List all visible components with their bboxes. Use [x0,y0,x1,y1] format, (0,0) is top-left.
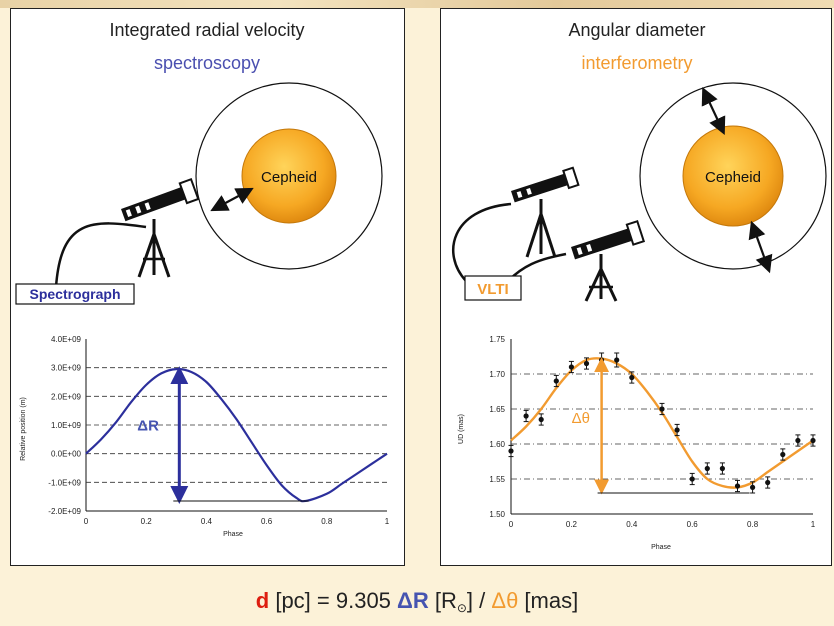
interferometry-panel: Angular diameter interferometry Cepheid [440,8,832,566]
data-point [508,448,514,454]
chart2-x-tick-label: 0.2 [566,520,578,529]
spectroscopy-panel: Integrated radial velocity spectroscopy … [10,8,405,566]
data-point [795,437,801,444]
distance-formula: d [pc] = 9.305 ΔR [R⊙] / Δθ [mas] [0,588,834,615]
data-point [614,357,620,363]
data-point [689,476,695,482]
chart1-x-tick-label: 0.2 [141,517,153,526]
chart1-y-tick-label: -2.0E+09 [48,507,81,516]
formula-pc: [pc] = 9.305 [269,588,398,613]
vlti-label: VLTI [477,281,508,298]
top-decorative-band [0,0,834,8]
double-arrow-icon [210,187,254,212]
chart1-x-tick-label: 0.4 [201,517,213,526]
data-point [583,360,590,367]
star-disk-icon [639,82,827,270]
chart2-xlabel: Phase [651,544,671,551]
chart1-y-tick-label: -1.0E+09 [48,478,81,487]
chart1-y-tick-label: 2.0E+09 [51,392,82,401]
chart1-x-tick-label: 0.8 [321,517,333,526]
data-point [765,479,771,486]
chart2-x-tick-label: 0 [509,520,514,529]
chart2-x-tick-label: 0.6 [687,520,699,529]
sun-symbol: ⊙ [456,601,467,615]
spectrograph-box [15,283,135,305]
spectroscopy-title: Integrated radial velocity [109,20,304,40]
chart2-y-tick-label: 1.75 [489,335,505,344]
chart2-x-tick-label: 0.4 [626,520,638,529]
data-point [810,437,816,444]
data-point [523,413,529,419]
delta-r-label: ΔR [137,418,159,435]
data-point [659,406,665,412]
vlti-box [464,275,522,301]
double-arrow-icon [701,87,726,135]
chart1-ylabel: Relative position (m) [20,397,27,461]
cepheid-label: Cepheid [261,169,317,186]
formula-rsun-open: [R [428,588,457,613]
chart1-xlabel: Phase [223,531,243,538]
chart1-y-tick-label: 1.0E+09 [51,421,82,430]
formula-delta-theta: Δθ [491,588,519,613]
cepheid-label: Cepheid [705,169,761,186]
data-point [734,483,741,489]
telescope-icon [54,177,200,288]
spectroscopy-subtitle: spectroscopy [154,53,260,73]
data-point [719,465,725,472]
chart1-x-tick-label: 0 [84,517,89,526]
chart1-y-tick-label: 0.0E+00 [51,450,82,459]
chart1-x-tick-label: 0.6 [261,517,273,526]
chart2-y-tick-label: 1.70 [489,370,505,379]
data-point [704,465,710,472]
formula-delta-r: ΔR [397,588,429,613]
telescope-icon [451,166,646,302]
double-arrow-icon [748,220,773,274]
data-point [780,451,786,458]
data-point [750,484,756,490]
data-point [568,364,574,370]
chart2-x-tick-label: 1 [811,520,816,529]
chart2-y-tick-label: 1.65 [489,405,505,414]
displacement-curve [85,367,388,503]
chart1-y-tick-label: 4.0E+09 [51,335,82,344]
chart2-y-tick-label: 1.55 [489,475,505,484]
interferometry-subtitle: interferometry [581,53,692,73]
star-disk-icon [195,82,383,270]
chart2-x-tick-label: 0.8 [747,520,759,529]
interferometry-title: Angular diameter [568,20,705,40]
data-point [599,357,605,363]
chart1-y-tick-label: 3.0E+09 [51,364,82,373]
formula-mas: [mas] [518,588,579,613]
data-point [538,416,544,423]
formula-rsun-close: ] / [466,588,492,613]
data-point [674,427,680,433]
formula-d: d [255,588,270,613]
data-point [629,374,635,381]
chart1-x-tick-label: 1 [385,517,390,526]
chart2-ylabel: UD (mas) [458,414,465,444]
chart2-y-tick-label: 1.60 [489,440,505,449]
spectrograph-label: Spectrograph [29,286,120,302]
chart2-y-tick-label: 1.50 [489,510,505,519]
angular-diameter-chart: UD (mas) Phase 1.75 1.70 1.65 1.60 1.55 1.50 0… [458,335,816,551]
delta-theta-label: Δθ [572,410,590,427]
data-point [553,378,559,384]
radial-velocity-chart: Relative position (m) Phase 4.0E+09 3.0E+… [20,335,390,538]
